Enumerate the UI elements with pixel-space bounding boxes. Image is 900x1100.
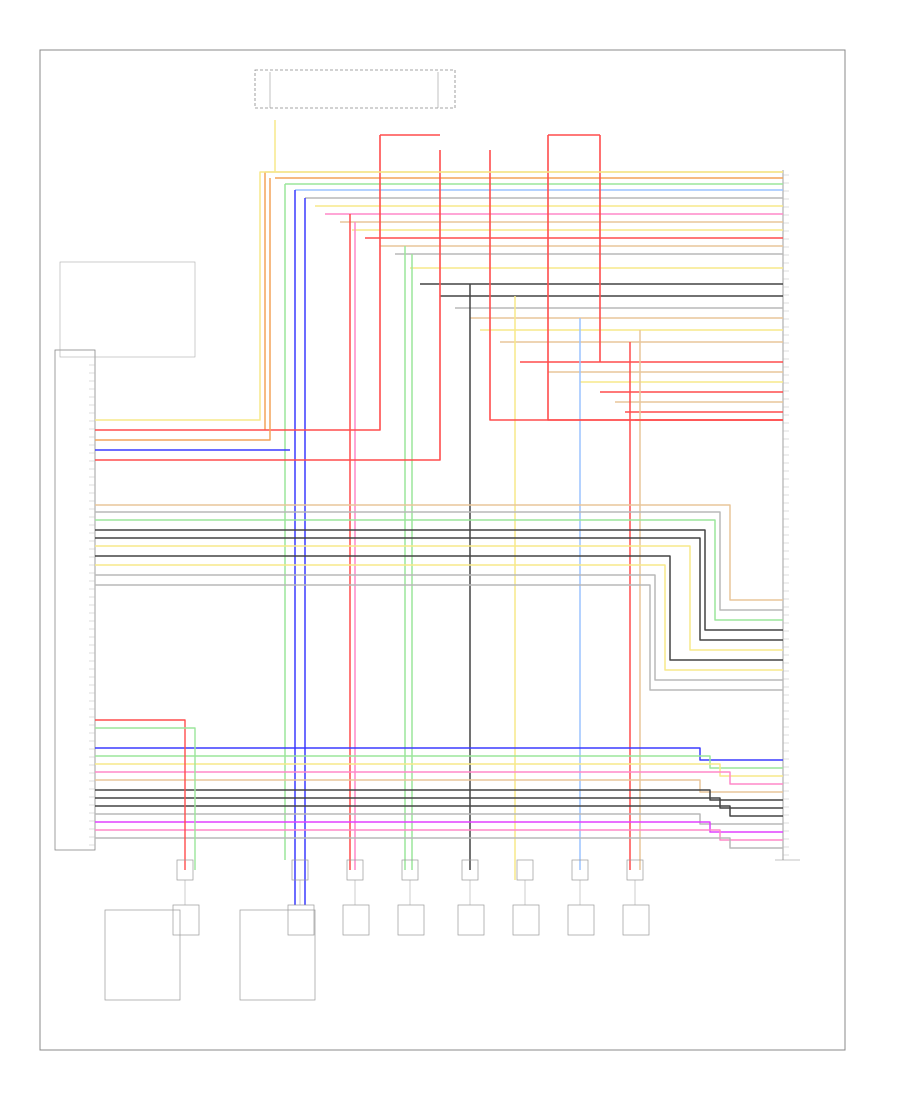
wire-left-yellow [95,171,783,421]
top-fuse-box [254,69,456,109]
wire-left-orange [95,178,271,441]
wire-mid-4 [95,529,783,631]
speaker-2 [287,859,315,936]
wire-mid-3 [95,519,783,621]
wire-harness [89,120,789,905]
wire-mid-8 [95,564,783,671]
speaker-8 [622,859,650,936]
wire-bot-7 [95,797,783,809]
wire-mid-9 [95,574,783,681]
wire-bot-2 [95,755,783,769]
speaker-3 [342,859,370,936]
wire-bot-11 [95,829,783,841]
wire-bot-9 [95,813,783,825]
wire-bot-4 [95,771,783,785]
wire-bot-8 [95,805,783,817]
wire-mid-5 [95,537,783,641]
wire-bot-3 [95,763,783,777]
right-module [775,170,800,861]
wire-red-loop-e [489,150,783,421]
speaker-assembly-2 [239,909,316,1001]
wire-bot-1 [95,747,783,761]
diagram-border [39,49,846,1051]
speaker-group [104,859,650,1001]
left-module [54,261,196,851]
wire-bot-5 [95,779,783,793]
speaker-5 [457,859,485,936]
wire-spk1-b [95,727,196,870]
wire-mid-1 [95,504,783,601]
wire-mid-2 [95,511,783,611]
wire-red-loop-b [95,150,441,461]
speaker-1 [172,859,200,936]
speaker-assembly-1 [104,909,181,1001]
speaker-4 [397,859,425,936]
wire-mid-10 [95,584,783,691]
speaker-6 [512,859,540,936]
wire-mid-7 [95,555,783,661]
wire-bot-6 [95,789,783,801]
wire-bot-12 [95,837,783,849]
wire-spk1-a [95,719,186,870]
speaker-7 [567,859,595,936]
wire-bot-10 [95,821,783,833]
wire-mid-6 [95,545,783,651]
wire-red-loop-a [95,135,381,431]
